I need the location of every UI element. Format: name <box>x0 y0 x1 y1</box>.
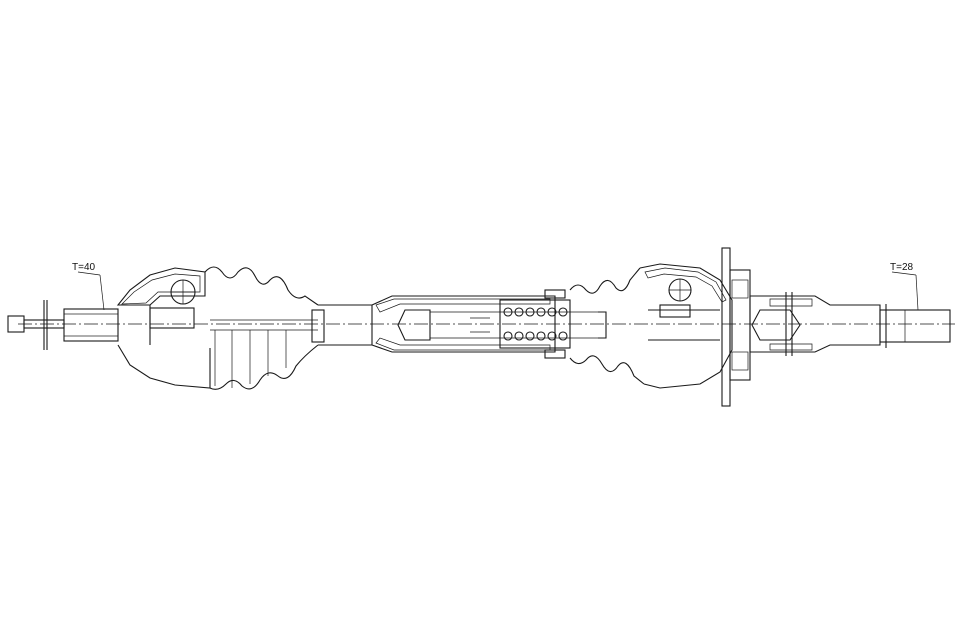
svg-text:T=28: T=28 <box>890 262 914 273</box>
right-boot <box>569 267 645 385</box>
label-left-spline: T=40 <box>72 262 105 311</box>
left-bolt <box>7 300 119 350</box>
bearing-flange <box>721 247 751 407</box>
right-cv-joint-housing <box>639 263 733 389</box>
right-stub-shaft <box>749 292 951 356</box>
left-cv-joint-housing <box>116 267 211 389</box>
left-shaft <box>311 304 372 346</box>
ball-cage <box>499 289 571 359</box>
left-boot <box>204 266 319 390</box>
center-damper-tube <box>371 295 600 353</box>
label-right-spline: T=28 <box>890 262 919 311</box>
svg-text:T=40: T=40 <box>72 262 96 273</box>
